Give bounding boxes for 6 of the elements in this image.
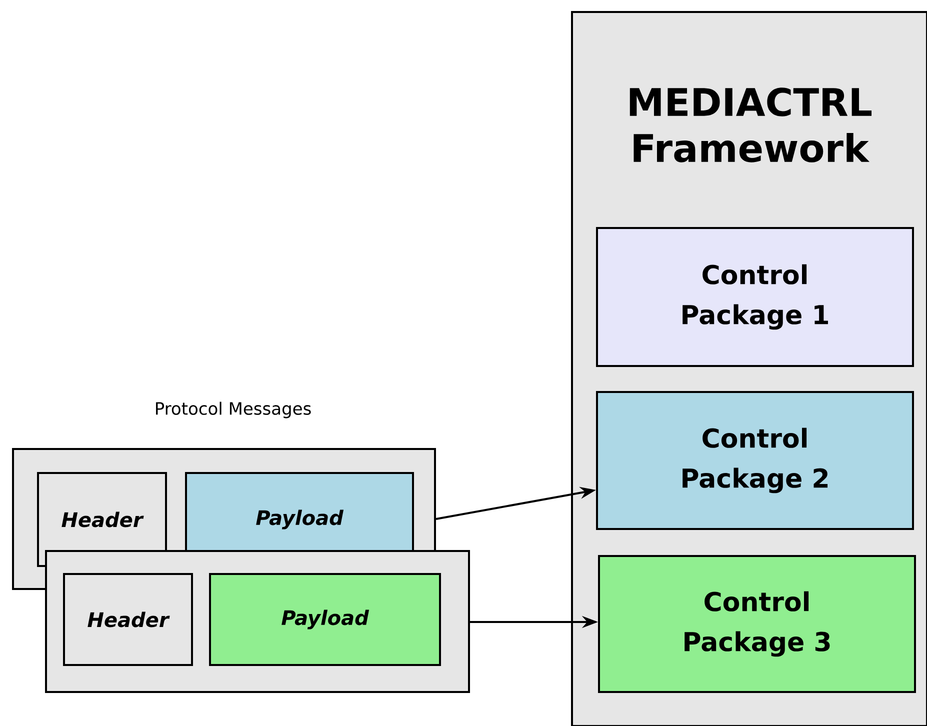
header-box: Header	[63, 573, 193, 666]
payload-box: Payload	[209, 573, 441, 666]
package-box: Control Package 3	[598, 555, 916, 693]
package-box: Control Package 2	[596, 391, 914, 530]
group-label: Protocol Messages	[156, 402, 311, 418]
package-box: Control Package 1	[596, 227, 914, 367]
